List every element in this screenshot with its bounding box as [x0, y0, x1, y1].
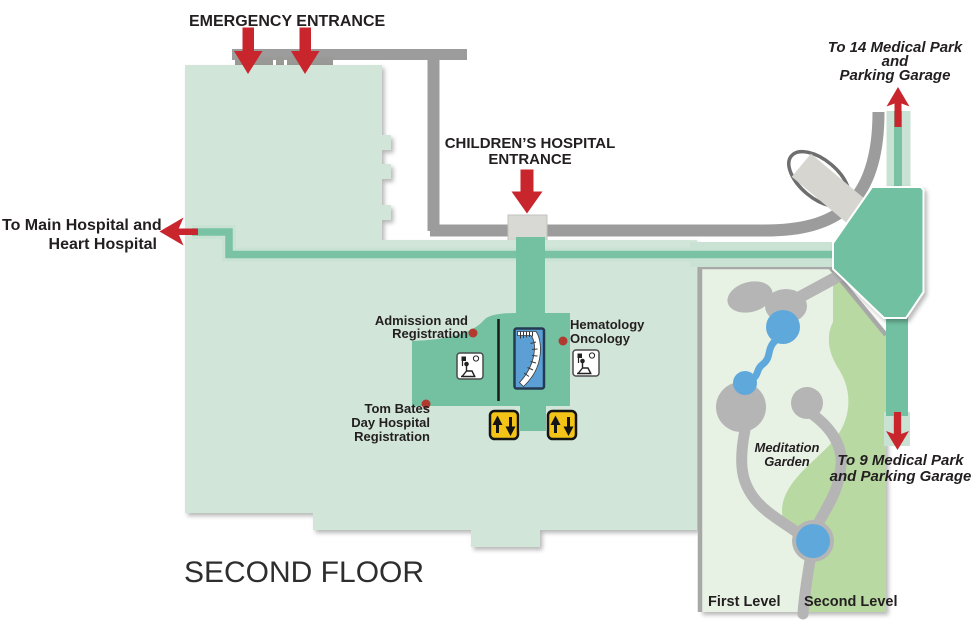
- first-level-label: First Level: [708, 594, 781, 610]
- garden-plaza: [791, 387, 823, 419]
- childrens-hospital-entrance-label: CHILDREN’S HOSPITAL ENTRANCE: [444, 135, 616, 168]
- emergency-entrance-arrow: [291, 27, 320, 74]
- admission-registration-label: Admission and Registration: [374, 313, 468, 341]
- to-14-medical-park-arrow: [886, 87, 910, 127]
- stairs-icon: [513, 327, 546, 390]
- hematology-oncology-label: Hematology Oncology: [570, 317, 645, 346]
- second-level-label: Second Level: [804, 594, 898, 610]
- registration-desk-icon: [572, 349, 600, 377]
- childrens-entrance-arrow: [511, 169, 543, 214]
- direction-arrows: [159, 27, 910, 450]
- elevator-icon: [546, 409, 578, 441]
- meditation-garden: [697, 264, 888, 620]
- meditation-garden-label: Meditation Garden: [754, 440, 820, 469]
- medical-park-connector: [832, 111, 925, 446]
- connector-hub: [832, 186, 925, 319]
- garden-pond: [796, 524, 830, 558]
- to-9-medical-park-label: To 9 Medical Park and Parking Garage: [829, 452, 972, 485]
- entrance-canopy-ramp: [791, 153, 873, 229]
- to-14-medical-park-label: To 14 Medical Park and Parking Garage: [827, 39, 963, 84]
- garden-stream: [746, 336, 780, 384]
- garden-plaza: [716, 382, 766, 432]
- registration-desk-icon: [456, 352, 484, 380]
- emergency-entrance-label: EMERGENCY ENTRANCE: [189, 13, 386, 30]
- emergency-entrance-arrow: [234, 27, 263, 74]
- garden-pond: [766, 310, 800, 344]
- garden-plaza: [727, 281, 773, 313]
- emergency-canopy-notch: [276, 57, 284, 71]
- to-9-medical-park-arrow: [886, 412, 909, 450]
- hub-stem: [886, 315, 908, 416]
- childrens-entrance-block: [507, 214, 548, 242]
- to-main-hospital-label: To Main Hospital and Heart Hospital: [2, 217, 162, 253]
- hematology-location-dot: [558, 336, 568, 346]
- to-main-hospital-arrow: [159, 217, 198, 246]
- tom-bates-day-hospital-label: Tom Bates Day Hospital Registration: [351, 401, 430, 444]
- admission-location-dot: [468, 328, 478, 338]
- north-corridor-line: [894, 111, 902, 191]
- elevator-icon: [488, 409, 520, 441]
- floor-title: SECOND FLOOR: [184, 556, 425, 589]
- tom-bates-location-dot: [421, 399, 431, 409]
- garden-pond: [733, 371, 757, 395]
